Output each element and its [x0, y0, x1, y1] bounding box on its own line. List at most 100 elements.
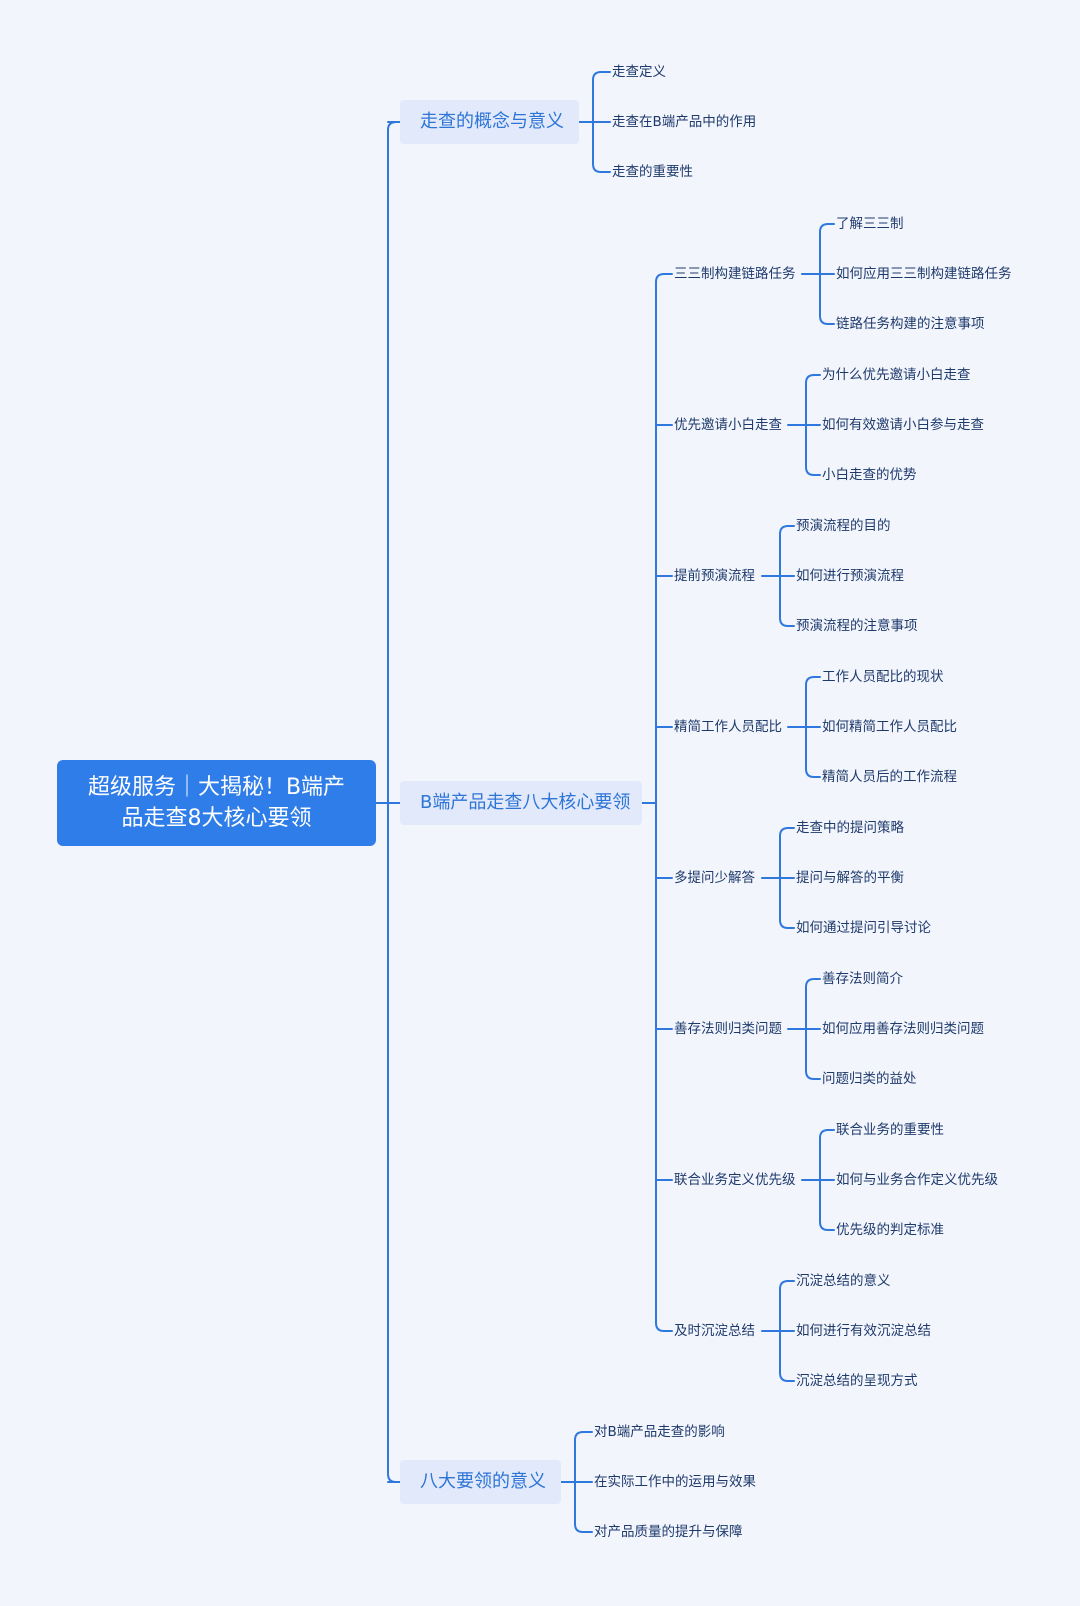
leaf-1-2-2[interactable]: 预演流程的注意事项: [796, 616, 918, 636]
subtopic-4-bracket-lower: [779, 877, 795, 929]
subtopic-0-bracket-upper: [819, 223, 835, 275]
subtopic-3-bracket-lower: [805, 726, 821, 778]
leaf-1-1-2[interactable]: 小白走查的优势: [822, 465, 917, 485]
subtopic-6-text: 联合业务定义优先级: [674, 1172, 796, 1188]
branch-node-2[interactable]: 八大要领的意义: [400, 1460, 561, 1504]
leaf-1-4-1-text: 提问与解答的平衡: [796, 870, 904, 886]
leaf-1-1-0[interactable]: 为什么优先邀请小白走查: [822, 365, 971, 385]
leaf-1-2-2-text: 预演流程的注意事项: [796, 618, 918, 634]
leaf-1-2-1[interactable]: 如何进行预演流程: [796, 566, 904, 586]
subtopic-4-bracket-upper: [779, 827, 795, 879]
leaf-1-0-1[interactable]: 如何应用三三制构建链路任务: [836, 264, 1012, 284]
leaf-1-1-0-text: 为什么优先邀请小白走查: [822, 367, 971, 383]
leaf-1-1-2-text: 小白走查的优势: [822, 467, 917, 483]
leaf-0-0-text: 走查定义: [612, 64, 666, 80]
leaf-1-6-1-text: 如何与业务合作定义优先级: [836, 1172, 998, 1188]
leaf-1-4-2-text: 如何通过提问引导讨论: [796, 920, 931, 936]
subtopic-5-bracket-lower: [805, 1028, 821, 1080]
leaf-1-5-1-text: 如何应用善存法则归类问题: [822, 1021, 984, 1037]
subtopic-7-bracket-upper: [779, 1280, 795, 1332]
subtopic-4-text: 多提问少解答: [674, 870, 755, 886]
leaf-1-4-0-text: 走查中的提问策略: [796, 820, 904, 836]
leaf-1-5-2-text: 问题归类的益处: [822, 1071, 917, 1087]
branch-1-bracket-lower: [655, 802, 673, 1332]
leaf-1-6-2[interactable]: 优先级的判定标准: [836, 1220, 944, 1240]
branch-node-1[interactable]: B端产品走查八大核心要领: [400, 781, 642, 825]
leaf-1-7-0[interactable]: 沉淀总结的意义: [796, 1271, 891, 1291]
leaf-0-0[interactable]: 走查定义: [612, 62, 666, 82]
subtopic-2-text: 提前预演流程: [674, 568, 755, 584]
branch-1-bracket-upper: [655, 273, 673, 804]
leaf-1-0-0[interactable]: 了解三三制: [836, 214, 904, 234]
subtopic-7-bracket-lower: [779, 1330, 795, 1382]
leaf-0-1[interactable]: 走查在B端产品中的作用: [612, 112, 756, 132]
leaf-1-0-2[interactable]: 链路任务构建的注意事项: [836, 314, 985, 334]
leaf-2-2[interactable]: 对产品质量的提升与保障: [594, 1522, 743, 1542]
leaf-1-1-1-text: 如何有效邀请小白参与走查: [822, 417, 984, 433]
branch-node-0[interactable]: 走查的概念与意义: [400, 100, 579, 144]
branch-node-2-text: 八大要领的意义: [420, 1471, 546, 1492]
leaf-1-0-0-text: 了解三三制: [836, 216, 904, 232]
leaf-1-4-2[interactable]: 如何通过提问引导讨论: [796, 918, 931, 938]
leaf-1-4-0[interactable]: 走查中的提问策略: [796, 818, 904, 838]
leaf-2-1[interactable]: 在实际工作中的运用与效果: [594, 1472, 756, 1492]
subtopic-0-bracket-lower: [819, 273, 835, 325]
leaf-1-4-1[interactable]: 提问与解答的平衡: [796, 868, 904, 888]
leaf-1-7-0-text: 沉淀总结的意义: [796, 1273, 891, 1289]
subtopic-7[interactable]: 及时沉淀总结: [674, 1321, 755, 1341]
leaf-0-2[interactable]: 走查的重要性: [612, 162, 693, 182]
leaf-1-5-1[interactable]: 如何应用善存法则归类问题: [822, 1019, 984, 1039]
branch-node-1-text: B端产品走查八大核心要领: [420, 792, 631, 813]
branch-0-bracket-lower: [592, 121, 611, 173]
subtopic-1[interactable]: 优先邀请小白走查: [674, 415, 782, 435]
subtopic-2[interactable]: 提前预演流程: [674, 566, 755, 586]
branch-2-bracket-upper: [574, 1431, 593, 1483]
leaf-1-3-0-text: 工作人员配比的现状: [822, 669, 944, 685]
leaf-0-1-text: 走查在B端产品中的作用: [612, 114, 757, 130]
root-topic[interactable]: 超级服务｜大揭秘！B端产品走查8大核心要领: [57, 760, 376, 846]
subtopic-5-bracket-upper: [805, 978, 821, 1030]
subtopic-6-bracket-lower: [819, 1179, 835, 1231]
subtopic-6[interactable]: 联合业务定义优先级: [674, 1170, 796, 1190]
leaf-1-7-2[interactable]: 沉淀总结的呈现方式: [796, 1371, 918, 1391]
trunk-upper: [387, 121, 401, 804]
subtopic-1-bracket-lower: [805, 424, 821, 476]
leaf-1-3-0[interactable]: 工作人员配比的现状: [822, 667, 944, 687]
leaf-1-5-0-text: 善存法则简介: [822, 971, 903, 987]
leaf-1-7-1-text: 如何进行有效沉淀总结: [796, 1323, 931, 1339]
leaf-1-5-0[interactable]: 善存法则简介: [822, 969, 903, 989]
subtopic-5[interactable]: 善存法则归类问题: [674, 1019, 782, 1039]
leaf-1-0-1-text: 如何应用三三制构建链路任务: [836, 266, 1012, 282]
subtopic-3[interactable]: 精简工作人员配比: [674, 717, 782, 737]
leaf-1-0-2-text: 链路任务构建的注意事项: [836, 316, 985, 332]
leaf-1-7-1[interactable]: 如何进行有效沉淀总结: [796, 1321, 931, 1341]
leaf-2-0[interactable]: 对B端产品走查的影响: [594, 1422, 725, 1442]
subtopic-7-text: 及时沉淀总结: [674, 1323, 755, 1339]
leaf-1-6-1[interactable]: 如何与业务合作定义优先级: [836, 1170, 998, 1190]
leaf-1-5-2[interactable]: 问题归类的益处: [822, 1069, 917, 1089]
subtopic-2-bracket-upper: [779, 525, 795, 577]
leaf-1-3-2-text: 精简人员后的工作流程: [822, 769, 957, 785]
leaf-0-2-text: 走查的重要性: [612, 164, 693, 180]
subtopic-4[interactable]: 多提问少解答: [674, 868, 755, 888]
trunk-lower: [387, 802, 401, 1483]
leaf-1-6-0[interactable]: 联合业务的重要性: [836, 1120, 944, 1140]
leaf-1-2-0-text: 预演流程的目的: [796, 518, 891, 534]
subtopic-2-bracket-lower: [779, 575, 795, 627]
leaf-1-6-2-text: 优先级的判定标准: [836, 1222, 944, 1238]
subtopic-1-bracket-upper: [805, 374, 821, 426]
subtopic-3-bracket-upper: [805, 676, 821, 728]
leaf-2-2-text: 对产品质量的提升与保障: [594, 1524, 743, 1540]
leaf-1-2-1-text: 如何进行预演流程: [796, 568, 904, 584]
leaf-1-6-0-text: 联合业务的重要性: [836, 1122, 944, 1138]
subtopic-1-text: 优先邀请小白走查: [674, 417, 782, 433]
leaf-1-2-0[interactable]: 预演流程的目的: [796, 516, 891, 536]
leaf-1-1-1[interactable]: 如何有效邀请小白参与走查: [822, 415, 984, 435]
branch-2-bracket-lower: [574, 1481, 593, 1533]
leaf-1-3-2[interactable]: 精简人员后的工作流程: [822, 767, 957, 787]
leaf-1-3-1[interactable]: 如何精简工作人员配比: [822, 717, 957, 737]
leaf-1-7-2-text: 沉淀总结的呈现方式: [796, 1373, 918, 1389]
subtopic-6-bracket-upper: [819, 1129, 835, 1181]
subtopic-0[interactable]: 三三制构建链路任务: [674, 264, 796, 284]
branch-0-bracket-upper: [592, 71, 611, 123]
